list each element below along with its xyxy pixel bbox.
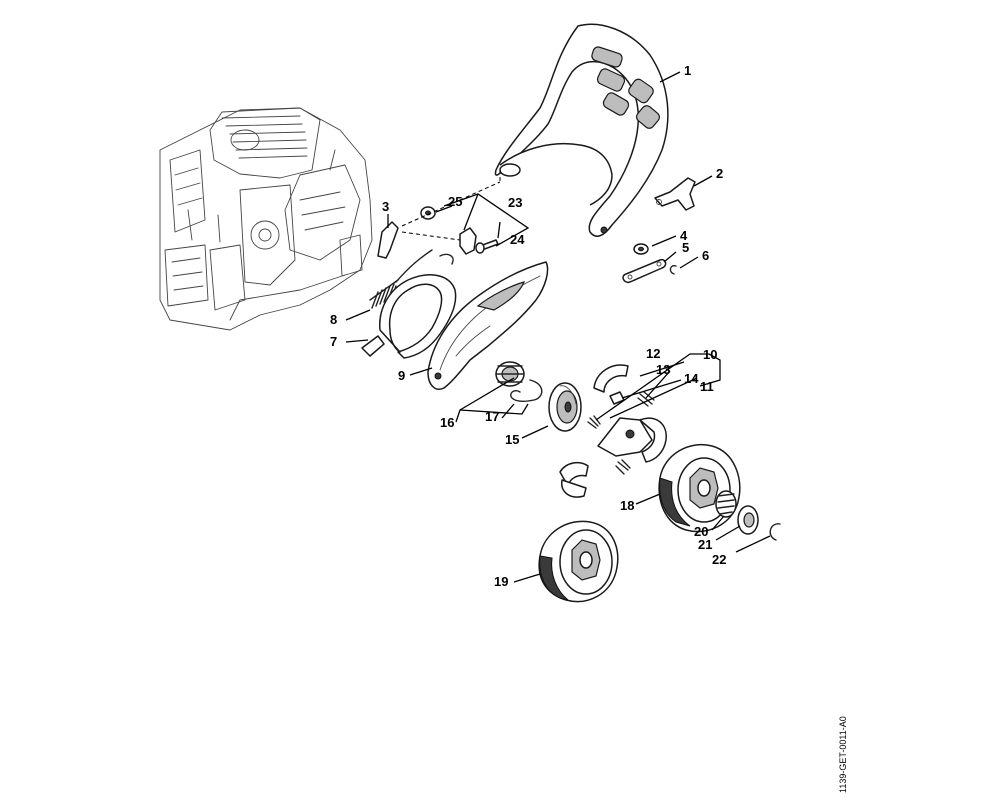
part-number-labels: 1 2 3 4 5 6 7 8 9 10 11 12 13 14 15 16 1… (330, 63, 726, 589)
part-23-lever (459, 227, 477, 255)
label-part-4: 4 (680, 228, 688, 243)
part-17-wire-clip (510, 379, 543, 403)
label-part-2: 2 (716, 166, 723, 181)
label-part-7: 7 (330, 334, 337, 349)
label-part-23: 23 (508, 195, 522, 210)
label-part-25: 25 (448, 194, 462, 209)
label-part-20: 20 (694, 524, 708, 539)
part-7-brake-band (361, 253, 457, 359)
label-part-10: 10 (703, 347, 717, 362)
document-reference-code: 1139-GET-0011-A0 (838, 716, 848, 793)
part-8-spring (369, 249, 433, 309)
label-part-17: 17 (485, 409, 499, 424)
part-9-cover (427, 261, 549, 390)
part-24-screw (475, 239, 499, 254)
part-16-bearing (495, 361, 525, 387)
label-part-19: 19 (494, 574, 508, 589)
label-part-24: 24 (510, 232, 525, 247)
part-19-clutch-drum-rim (538, 520, 619, 603)
part-5-link (622, 258, 667, 284)
label-part-14: 14 (684, 371, 699, 386)
label-part-22: 22 (712, 552, 726, 567)
label-part-13: 13 (656, 362, 670, 377)
label-part-5: 5 (682, 240, 689, 255)
part-2-bracket (654, 177, 696, 211)
label-part-8: 8 (330, 312, 337, 327)
part-20-needle-cage (715, 490, 737, 518)
part-18-clutch-drum (658, 443, 741, 533)
label-part-1: 1 (684, 63, 691, 78)
label-part-18: 18 (620, 498, 634, 513)
label-part-16: 16 (440, 415, 454, 430)
part-3-small-bracket (377, 221, 399, 259)
label-part-6: 6 (702, 248, 709, 263)
part-1-hand-guard (494, 23, 669, 237)
part-10-clutch-carrier (559, 417, 667, 498)
part-25-nut (420, 206, 436, 220)
part-15-disc (548, 382, 582, 432)
engine-housing (159, 107, 373, 331)
label-part-11: 11 (700, 379, 714, 394)
label-part-21: 21 (698, 537, 712, 552)
label-part-12: 12 (646, 346, 660, 361)
label-part-3: 3 (382, 199, 389, 214)
label-part-15: 15 (505, 432, 519, 447)
part-4-washer (633, 243, 649, 255)
part-22-e-clip (769, 523, 781, 541)
label-part-9: 9 (398, 368, 405, 383)
leader-lines (345, 71, 771, 583)
part-12-clutch-shoe (593, 364, 629, 393)
part-21-washer (737, 505, 759, 535)
part-6-clip (669, 264, 677, 275)
